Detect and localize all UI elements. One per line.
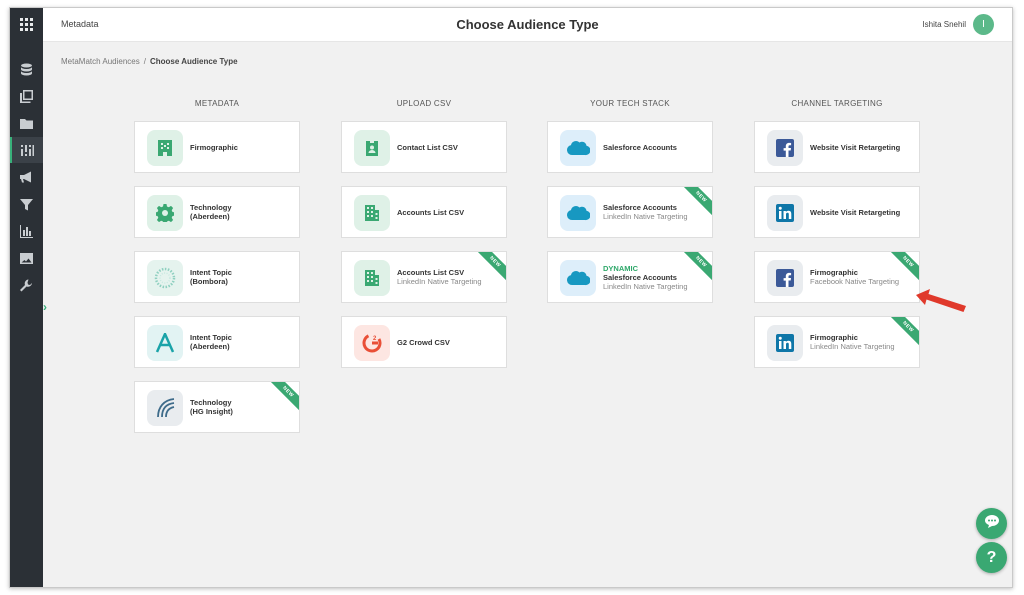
page-title: Choose Audience Type [456, 17, 599, 32]
card-title: Firmographic [810, 268, 858, 277]
card-subtitle: LinkedIn Native Targeting [397, 277, 482, 286]
image-icon[interactable] [10, 245, 43, 271]
wrench-icon[interactable] [10, 272, 43, 298]
new-badge: NEW [266, 382, 299, 414]
filter-icon[interactable] [10, 191, 43, 217]
card-title: Accounts List CSV [397, 268, 465, 277]
card-subtitle: LinkedIn Native Targeting [603, 212, 688, 221]
user-name[interactable]: Ishita Snehil [922, 20, 966, 29]
chat-bubble-icon [984, 514, 999, 533]
card-salesforce-accounts-linkedin[interactable]: Salesforce Accounts LinkedIn Native Targ… [547, 186, 713, 238]
card-title: Salesforce Accounts [603, 142, 677, 152]
card-title: Salesforce Accounts [603, 272, 677, 282]
card-website-visit-retargeting-facebook[interactable]: Website Visit Retargeting [754, 121, 920, 173]
column-header-channel-targeting: CHANNEL TARGETING [791, 99, 883, 108]
segments-icon[interactable] [10, 137, 43, 163]
card-accounts-list-csv[interactable]: Accounts List CSV [341, 186, 507, 238]
gear-icon [147, 195, 183, 231]
card-subtitle: LinkedIn Native Targeting [810, 342, 895, 351]
card-website-visit-retargeting-linkedin[interactable]: Website Visit Retargeting [754, 186, 920, 238]
card-title: Firmographic [810, 333, 858, 342]
card-title: Salesforce Accounts [603, 203, 677, 212]
card-subtitle: Facebook Native Targeting [810, 277, 900, 286]
app-window: › Metadata Choose Audience Type Ishita S… [9, 7, 1013, 588]
apps-grid-icon[interactable] [10, 8, 43, 41]
card-firmographic-facebook[interactable]: Firmographic Facebook Native Targeting N… [754, 251, 920, 303]
card-title-2: (HG Insight) [190, 407, 233, 416]
folder-icon[interactable] [10, 110, 43, 136]
card-accounts-list-csv-linkedin[interactable]: Accounts List CSV LinkedIn Native Target… [341, 251, 507, 303]
salesforce-cloud-icon [560, 130, 596, 166]
aberdeen-logo-icon [147, 325, 183, 361]
card-firmographic-linkedin[interactable]: Firmographic LinkedIn Native Targeting N… [754, 316, 920, 368]
sidebar [10, 8, 43, 587]
dynamic-tag: DYNAMIC [603, 263, 638, 273]
linkedin-icon [767, 195, 803, 231]
card-title-2: (Aberdeen) [190, 212, 230, 221]
card-title: Intent Topic [190, 268, 232, 277]
card-title: Website Visit Retargeting [810, 142, 901, 152]
card-title: Intent Topic [190, 333, 232, 342]
bombora-logo-icon [147, 260, 183, 296]
card-technology-aberdeen[interactable]: Technology (Aberdeen) [134, 186, 300, 238]
salesforce-cloud-icon [560, 195, 596, 231]
card-intent-topic-aberdeen[interactable]: Intent Topic (Aberdeen) [134, 316, 300, 368]
building-icon [147, 130, 183, 166]
card-title: Firmographic [190, 142, 238, 152]
facebook-icon [767, 260, 803, 296]
breadcrumb: MetaMatch Audiences/Choose Audience Type [61, 57, 238, 66]
contact-badge-icon [354, 130, 390, 166]
office-building-icon [354, 260, 390, 296]
svg-text:2: 2 [373, 336, 377, 342]
card-title-2: (Bombora) [190, 277, 228, 286]
annotation-arrow-icon [916, 289, 966, 312]
column-header-metadata: METADATA [194, 99, 240, 108]
card-contact-list-csv[interactable]: Contact List CSV [341, 121, 507, 173]
card-g2-crowd-csv[interactable]: 2 G2 Crowd CSV [341, 316, 507, 368]
breadcrumb-separator: / [143, 57, 146, 66]
column-header-tech-stack: YOUR TECH STACK [590, 99, 670, 108]
chat-button[interactable] [976, 508, 1007, 539]
bar-chart-icon[interactable] [10, 218, 43, 244]
card-title: G2 Crowd CSV [397, 337, 450, 347]
column-header-upload-csv: UPLOAD CSV [396, 99, 452, 108]
card-salesforce-accounts[interactable]: Salesforce Accounts [547, 121, 713, 173]
copy-icon[interactable] [10, 83, 43, 109]
salesforce-cloud-icon [560, 260, 596, 296]
help-icon: ? [986, 548, 997, 566]
avatar[interactable]: I [973, 14, 994, 35]
card-title-2: (Aberdeen) [190, 342, 230, 351]
linkedin-icon [767, 325, 803, 361]
card-title: Contact List CSV [397, 142, 458, 152]
facebook-icon [767, 130, 803, 166]
breadcrumb-link[interactable]: MetaMatch Audiences [61, 57, 140, 66]
card-subtitle: LinkedIn Native Targeting [603, 281, 688, 291]
card-title: Technology [190, 398, 232, 407]
database-icon[interactable] [10, 56, 43, 82]
card-title: Accounts List CSV [397, 207, 465, 217]
card-title: Website Visit Retargeting [810, 207, 901, 217]
card-firmographic[interactable]: Firmographic [134, 121, 300, 173]
expand-sidebar-chevron-icon[interactable]: › [43, 300, 47, 314]
megaphone-icon[interactable] [10, 164, 43, 190]
section-label: Metadata [61, 19, 99, 29]
hg-insight-logo-icon [147, 390, 183, 426]
breadcrumb-current: Choose Audience Type [149, 57, 238, 66]
g2-logo-icon: 2 [354, 325, 390, 361]
card-dynamic-salesforce-accounts-linkedin[interactable]: DYNAMIC Salesforce Accounts LinkedIn Nat… [547, 251, 713, 303]
card-technology-hg-insight[interactable]: Technology (HG Insight) NEW [134, 381, 300, 433]
office-building-icon [354, 195, 390, 231]
card-title: Technology [190, 203, 232, 212]
card-intent-topic-bombora[interactable]: Intent Topic (Bombora) [134, 251, 300, 303]
top-bar: Metadata Choose Audience Type Ishita Sne… [43, 8, 1012, 42]
help-button[interactable]: ? [976, 542, 1007, 573]
